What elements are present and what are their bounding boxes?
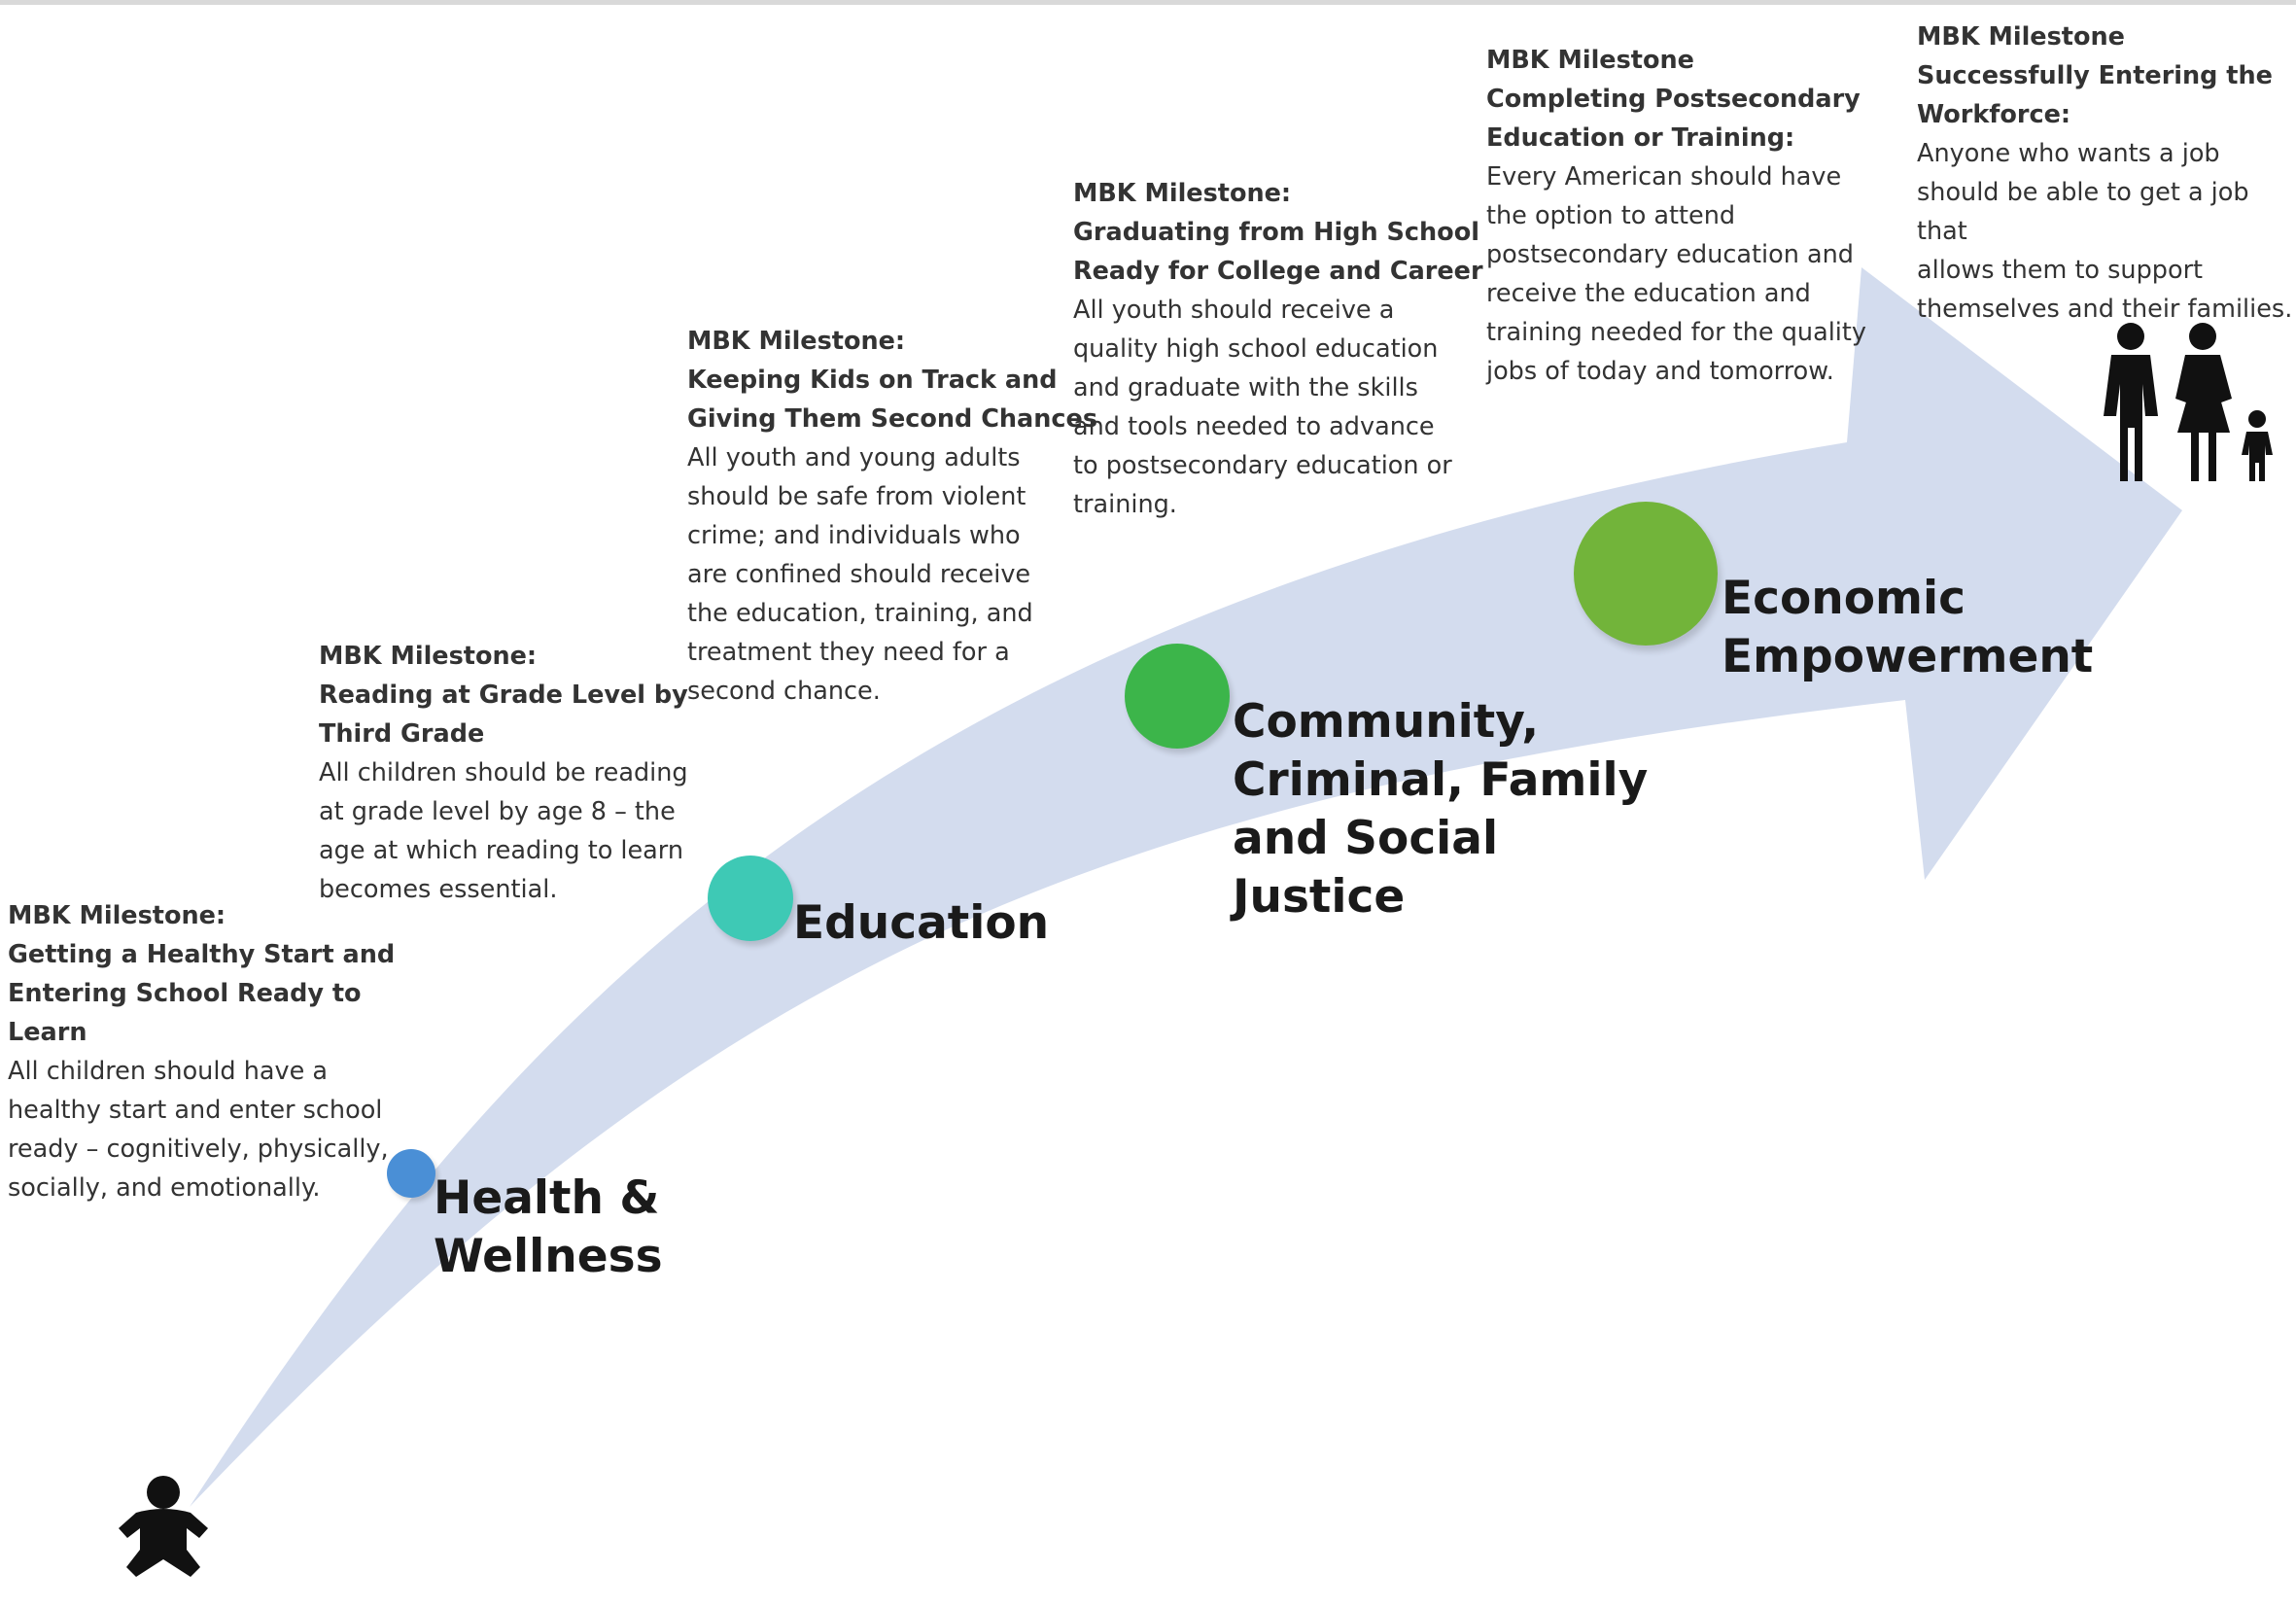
milestone-healthy-start: MBK Milestone: Getting a Healthy Start a…	[8, 896, 395, 1207]
milestone-description: All children should be reading at grade …	[319, 758, 688, 904]
stage-node-education	[708, 856, 793, 941]
milestone-title: Completing Postsecondary Education or Tr…	[1486, 85, 1861, 153]
milestone-high-school: MBK Milestone: Graduating from High Scho…	[1073, 174, 1483, 524]
milestone-second-chances: MBK Milestone: Keeping Kids on Track and…	[687, 322, 1097, 711]
milestone-description: All youth should receive a quality high …	[1073, 296, 1452, 519]
milestone-heading: MBK Milestone	[1486, 46, 1694, 75]
stage-node-economic	[1574, 502, 1718, 646]
milestone-title: Graduating from High School Ready for Co…	[1073, 218, 1483, 286]
milestone-heading: MBK Milestone:	[1073, 179, 1292, 208]
milestone-title: Successfully Entering the Workforce:	[1917, 61, 2273, 129]
top-border	[0, 0, 2296, 5]
milestone-description: Every American should have the option to…	[1486, 162, 1866, 386]
stage-label-justice: Community, Criminal, Family and Social J…	[1233, 695, 1649, 924]
milestone-description: Anyone who wants a job should be able to…	[1917, 139, 2293, 324]
milestone-heading: MBK Milestone	[1917, 22, 2125, 52]
milestone-heading: MBK Milestone:	[687, 327, 906, 356]
family-icon	[2104, 323, 2273, 481]
milestone-reading: MBK Milestone: Reading at Grade Level by…	[319, 637, 688, 909]
milestone-title: Keeping Kids on Track and Giving Them Se…	[687, 366, 1098, 434]
stage-label-education: Education	[793, 896, 1050, 950]
milestone-description: All youth and young adults should be saf…	[687, 443, 1033, 706]
baby-icon	[119, 1476, 208, 1577]
stage-label-economic: Economic Empowerment	[1722, 572, 2094, 683]
stage-label-health: Health & Wellness	[434, 1171, 663, 1283]
stage-node-health	[387, 1149, 435, 1198]
milestone-workforce: MBK Milestone Successfully Entering the …	[1917, 17, 2296, 329]
milestone-description: All children should have a healthy start…	[8, 1057, 389, 1203]
milestone-heading: MBK Milestone:	[319, 642, 538, 671]
stage-node-justice	[1125, 644, 1230, 749]
milestone-title: Getting a Healthy Start and Entering Sch…	[8, 940, 396, 1047]
milestone-postsecondary: MBK Milestone Completing Postsecondary E…	[1486, 41, 1866, 391]
milestone-title: Reading at Grade Level by Third Grade	[319, 681, 688, 749]
milestone-heading: MBK Milestone:	[8, 901, 226, 930]
